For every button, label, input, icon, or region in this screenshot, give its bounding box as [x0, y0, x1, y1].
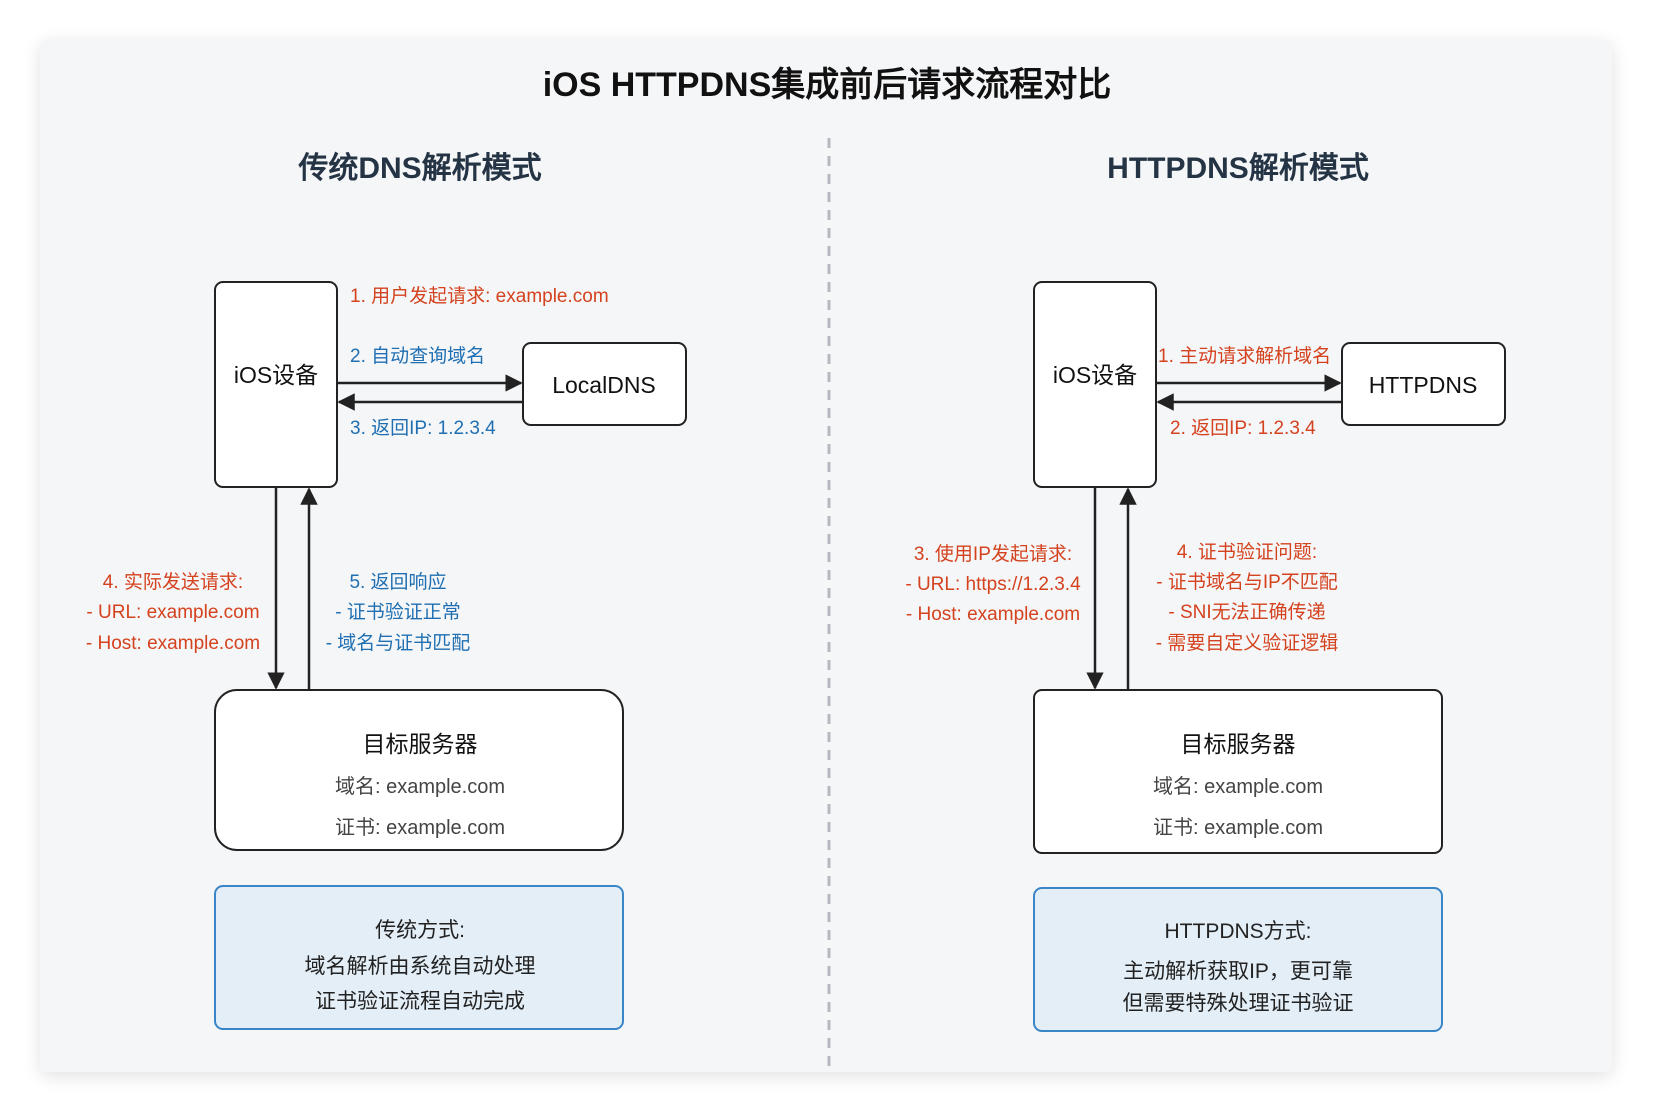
right-ios-device-label: iOS设备 [1053, 362, 1137, 388]
right-step1-label: 1. 主动请求解析域名 [1158, 345, 1331, 367]
right-step2-label: 2. 返回IP: 1.2.3.4 [1170, 417, 1316, 439]
right-step4-line4: - 需要自定义验证逻辑 [1156, 632, 1339, 654]
right-note-box [1033, 887, 1443, 1032]
left-step5-line3: - 域名与证书匹配 [326, 632, 471, 654]
left-step2-label: 2. 自动查询域名 [350, 345, 485, 367]
right-note-line3: 但需要特殊处理证书验证 [1123, 992, 1354, 1015]
left-target-server-name: 目标服务器 [363, 731, 478, 757]
right-note-line1: HTTPDNS方式: [1165, 920, 1312, 943]
left-note-line3: 证书验证流程自动完成 [315, 990, 525, 1013]
left-step1-label: 1. 用户发起请求: example.com [350, 285, 609, 307]
left-localdns-box [522, 342, 687, 426]
right-step4-label: 4. 证书验证问题: - 证书域名与IP不匹配 - SNI无法正确传递 - 需要… [1156, 541, 1339, 654]
left-note-box [214, 885, 624, 1030]
left-section-title: 传统DNS解析模式 [297, 151, 541, 185]
left-localdns-label: LocalDNS [552, 372, 656, 398]
right-httpdns-box [1341, 342, 1506, 426]
left-step4-line2: - URL: example.com [86, 602, 259, 623]
left-step5-line1: 5. 返回响应 [349, 571, 446, 593]
right-note-line2: 主动解析获取IP，更可靠 [1123, 960, 1353, 983]
right-target-server-domain: 域名: example.com [1153, 775, 1323, 798]
left-step5-line2: - 证书验证正常 [335, 601, 461, 623]
left-step3-label: 3. 返回IP: 1.2.3.4 [350, 417, 496, 439]
right-step4-line3: - SNI无法正确传递 [1168, 601, 1325, 623]
right-step3-line2: - URL: https://1.2.3.4 [905, 574, 1081, 595]
right-step3-line1: 3. 使用IP发起请求: [914, 543, 1072, 565]
left-target-server-domain: 域名: example.com [335, 775, 505, 798]
left-note-line1: 传统方式: [375, 919, 465, 942]
diagram-title: iOS HTTPDNS集成前后请求流程对比 [543, 66, 1112, 104]
right-step4-line2: - 证书域名与IP不匹配 [1156, 571, 1338, 593]
right-target-server-box [1033, 689, 1443, 854]
right-target-server-cert: 证书: example.com [1153, 816, 1323, 839]
left-step5-label: 5. 返回响应 - 证书验证正常 - 域名与证书匹配 [326, 571, 471, 654]
right-httpdns-label: HTTPDNS [1369, 372, 1478, 398]
right-step3-line3: - Host: example.com [906, 604, 1080, 625]
left-note-line2: 域名解析由系统自动处理 [305, 955, 536, 978]
right-step4-line1: 4. 证书验证问题: [1177, 541, 1317, 563]
left-ios-device-label: iOS设备 [234, 362, 318, 388]
left-target-server-box [214, 689, 624, 851]
left-step4-line3: - Host: example.com [86, 633, 260, 654]
left-step4-label: 4. 实际发送请求: - URL: example.com - Host: ex… [86, 571, 260, 654]
right-step3-label: 3. 使用IP发起请求: - URL: https://1.2.3.4 - Ho… [905, 543, 1081, 625]
right-target-server-name: 目标服务器 [1181, 731, 1296, 757]
left-target-server-cert: 证书: example.com [335, 816, 505, 839]
left-step4-line1: 4. 实际发送请求: [103, 571, 243, 593]
right-section-title: HTTPDNS解析模式 [1107, 152, 1369, 185]
